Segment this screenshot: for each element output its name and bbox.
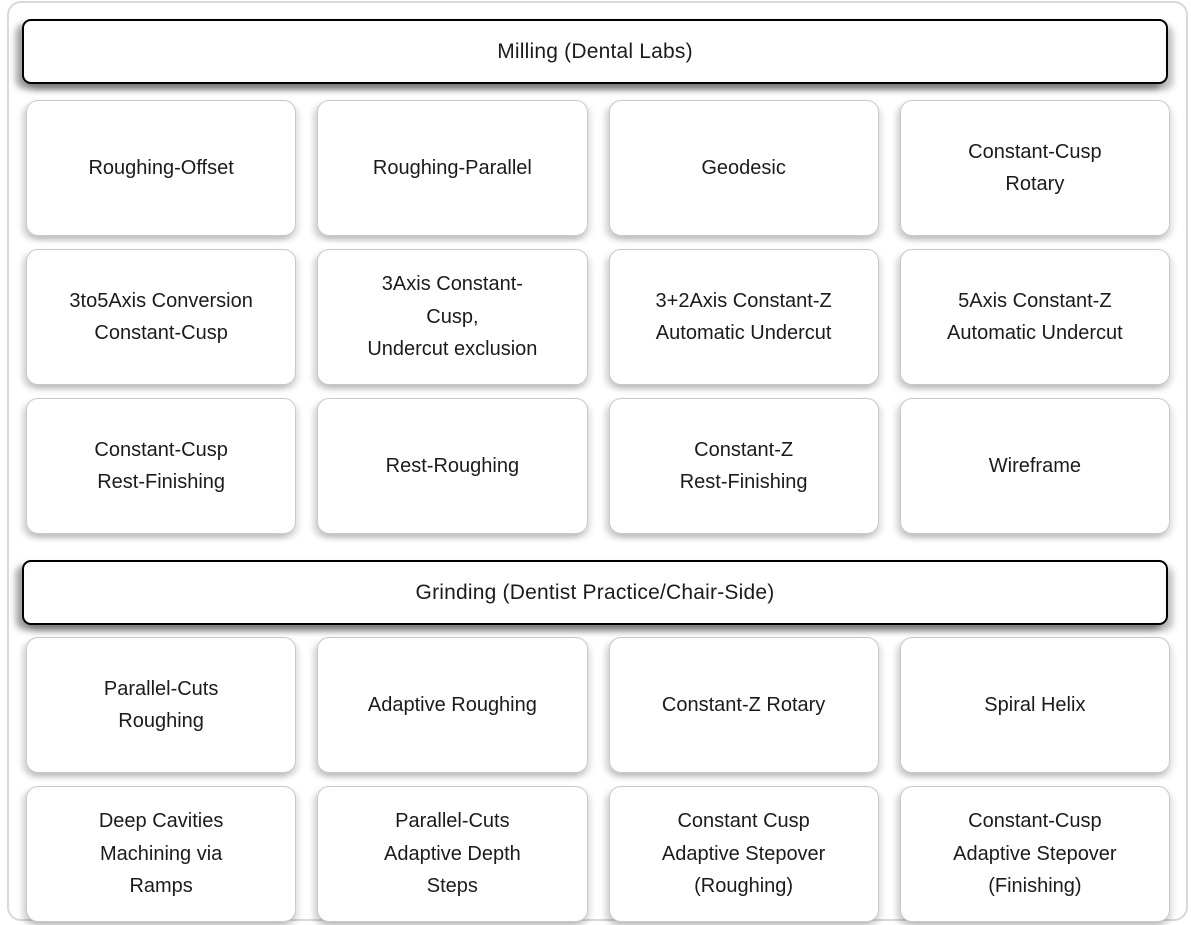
milling-card-grid: Roughing-Offset Roughing-Parallel Geodes… <box>26 100 1170 534</box>
strategy-card: Constant-Z Rest-Finishing <box>608 398 879 534</box>
strategy-card: Constant Cusp Adaptive Stepover (Roughin… <box>608 786 879 922</box>
strategy-card: Spiral Helix <box>899 637 1170 773</box>
strategy-card: Roughing-Offset <box>26 100 297 236</box>
strategy-card: 5Axis Constant-Z Automatic Undercut <box>899 249 1170 385</box>
strategy-card: Constant-Cusp Adaptive Stepover (Finishi… <box>899 786 1170 922</box>
strategy-card: Rest-Roughing <box>317 398 588 534</box>
section-title-grinding: Grinding (Dentist Practice/Chair-Side) <box>415 580 775 604</box>
section-header-milling: Milling (Dental Labs) <box>22 19 1168 84</box>
section-title-milling: Milling (Dental Labs) <box>497 39 693 63</box>
grinding-card-grid: Parallel-Cuts Roughing Adaptive Roughing… <box>26 637 1170 922</box>
strategy-card: 3+2Axis Constant-Z Automatic Undercut <box>608 249 879 385</box>
strategy-card: 3to5Axis Conversion Constant-Cusp <box>26 249 297 385</box>
strategy-card: Constant-Z Rotary <box>608 637 879 773</box>
strategy-card: Constant-Cusp Rest-Finishing <box>26 398 297 534</box>
strategy-card: 3Axis Constant- Cusp, Undercut exclusion <box>317 249 588 385</box>
strategy-card: Parallel-Cuts Roughing <box>26 637 297 773</box>
strategy-card: Parallel-Cuts Adaptive Depth Steps <box>317 786 588 922</box>
strategy-card: Roughing-Parallel <box>317 100 588 236</box>
strategy-card: Deep Cavities Machining via Ramps <box>26 786 297 922</box>
strategy-card: Constant-Cusp Rotary <box>899 100 1170 236</box>
section-header-grinding: Grinding (Dentist Practice/Chair-Side) <box>22 560 1168 625</box>
strategy-card: Wireframe <box>899 398 1170 534</box>
strategy-card: Geodesic <box>608 100 879 236</box>
strategy-card: Adaptive Roughing <box>317 637 588 773</box>
